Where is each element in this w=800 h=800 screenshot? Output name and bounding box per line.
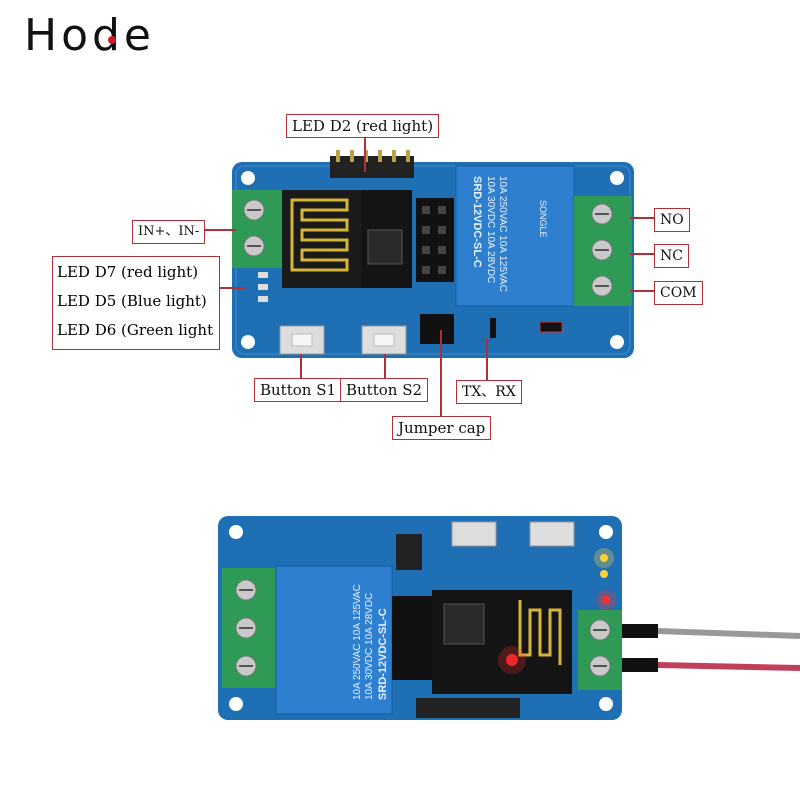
leader-s2 — [384, 354, 386, 380]
bottom-relay-line1: 10A 250VAC 10A 125VAC — [352, 584, 363, 700]
relay — [455, 165, 575, 307]
bottom-esp-socket — [392, 596, 432, 680]
leader-no — [630, 217, 654, 219]
mount-hole — [599, 697, 613, 711]
relay-model: SRD-12VDC-SL-C — [471, 176, 483, 268]
mount-hole — [610, 335, 624, 349]
wire-connector — [622, 624, 658, 638]
leader-in — [196, 229, 236, 231]
relay-brand: SONGLE — [538, 200, 548, 238]
leader-s1 — [300, 354, 302, 380]
mount-hole — [241, 171, 255, 185]
mount-hole — [610, 171, 624, 185]
leader-nc — [630, 253, 654, 255]
mount-hole — [599, 525, 613, 539]
callout-no: NO — [654, 208, 690, 232]
wire-connector — [622, 658, 658, 672]
callout-button-s1: Button S1 — [254, 378, 343, 402]
wire-red — [657, 662, 800, 671]
mount-hole — [241, 335, 255, 349]
label-led-d6: LED D6 (Green light — [57, 321, 214, 339]
leader-txrx — [486, 338, 488, 380]
leader-led — [216, 287, 246, 289]
callout-in: IN+、IN- — [132, 220, 206, 244]
leader-led-d2 — [364, 134, 366, 172]
wire-gray — [657, 628, 800, 639]
callout-button-s2: Button S2 — [340, 378, 429, 402]
bottom-relay-model: SRD-12VDC-SL-C — [377, 608, 389, 700]
callout-com: COM — [654, 281, 703, 305]
relay-rating-line2: 10A 30VDC 10A 28VDC — [485, 176, 496, 283]
label-led-d5: LED D5 (Blue light) — [57, 292, 207, 310]
mount-hole — [229, 697, 243, 711]
callout-led-group: LED D7 (red light) LED D5 (Blue light) L… — [52, 256, 220, 350]
callout-nc: NC — [654, 244, 689, 268]
relay-rating-line1: 10A 250VAC 10A 125VAC — [497, 176, 508, 292]
leader-jumper — [440, 330, 442, 416]
callout-tx-rx: TX、RX — [456, 380, 522, 404]
mount-hole — [229, 525, 243, 539]
label-led-d7: LED D7 (red light) — [57, 263, 199, 281]
brand-logo: Hode — [24, 10, 156, 61]
callout-led-d2: LED D2 (red light) — [286, 114, 440, 138]
callout-jumper-cap: Jumper cap — [392, 416, 492, 440]
leader-com — [630, 290, 654, 292]
bottom-relay-line2: 10A 30VDC 10A 28VDC — [364, 593, 375, 700]
jumper-photo — [420, 314, 454, 344]
